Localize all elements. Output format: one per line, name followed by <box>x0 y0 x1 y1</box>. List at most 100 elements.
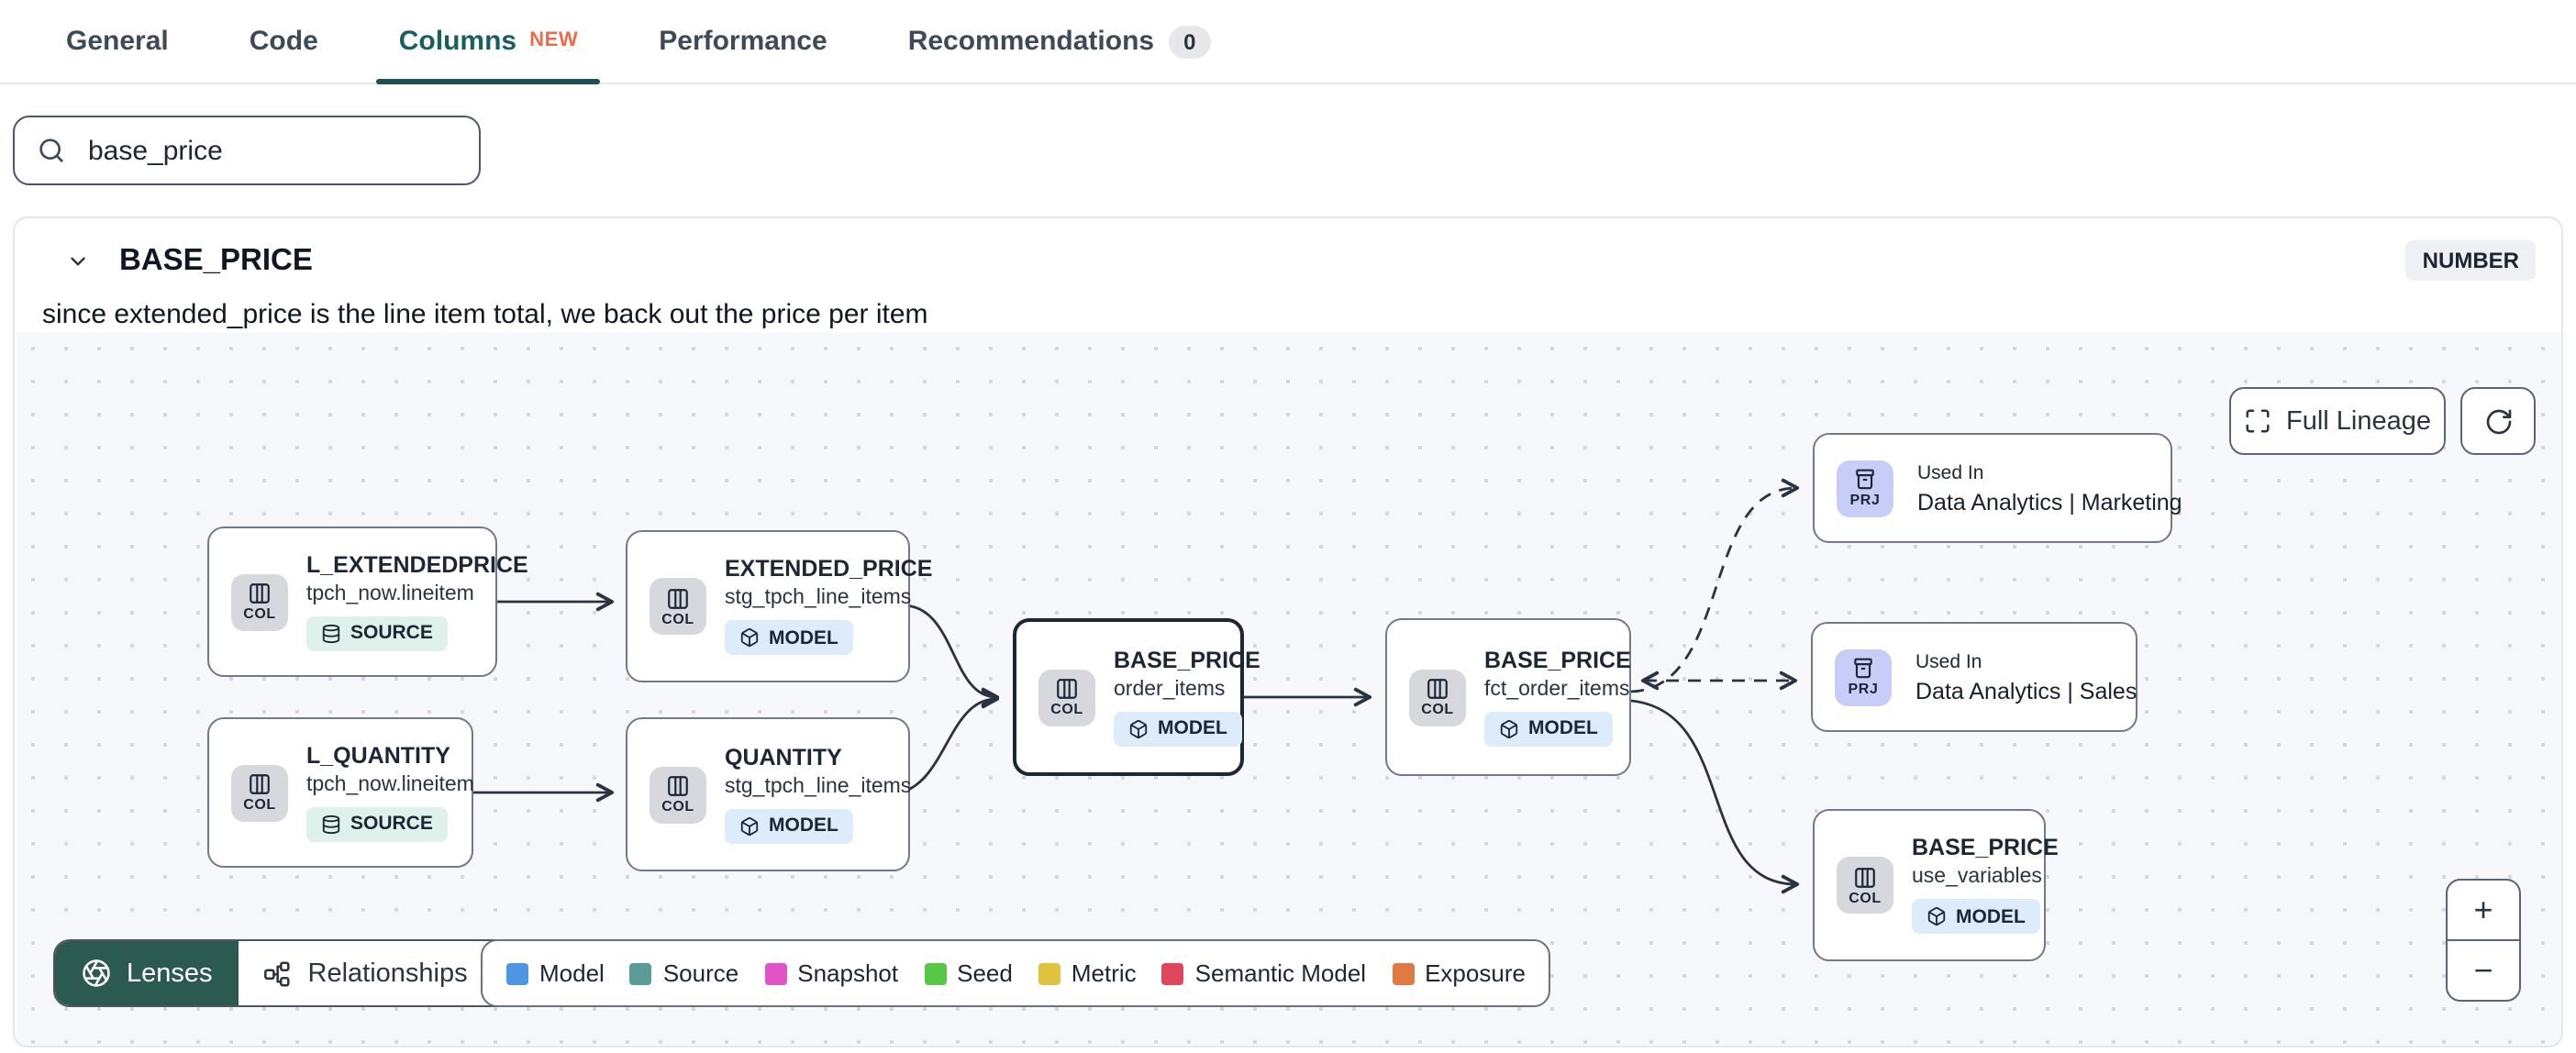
node-title: QUANTITY <box>725 744 842 770</box>
search-input[interactable] <box>84 133 457 168</box>
cube-icon <box>740 815 759 836</box>
zoom-in-button[interactable]: + <box>2473 891 2493 927</box>
legend-item-snapshot: Snapshot <box>764 959 898 987</box>
tile-label: PRJ <box>1849 492 1881 508</box>
table-columns-icon <box>250 774 270 794</box>
tile-label: COL <box>1421 701 1454 717</box>
tab-code[interactable]: Code <box>217 0 351 83</box>
table-columns-icon <box>668 588 688 608</box>
zoom-control: + − <box>2446 879 2521 1002</box>
column-panel: BASE_PRICE NUMBER since extended_price i… <box>13 216 2563 1047</box>
lineage-canvas[interactable]: COL L_EXTENDEDPRICE tpch_now.lineitem SO… <box>17 332 2561 1046</box>
badge-label: MODEL <box>769 626 838 648</box>
legend-item-source: Source <box>629 959 739 987</box>
tab-columns[interactable]: Columns NEW <box>366 0 612 84</box>
col-tile: COL <box>231 573 288 630</box>
tab-performance-label: Performance <box>659 26 827 57</box>
tab-general-label: General <box>66 26 169 57</box>
lineage-node-used-in-marketing[interactable]: PRJ Used In Data Analytics | Marketing <box>1813 433 2182 543</box>
lineage-node-quantity[interactable]: COL QUANTITY stg_tpch_line_items MODEL <box>626 717 911 871</box>
legend-label: Source <box>662 959 739 987</box>
aperture-icon <box>83 959 110 987</box>
prj-tile: PRJ <box>1837 460 1893 516</box>
table-columns-icon <box>668 776 688 796</box>
tile-label: COL <box>1050 701 1083 717</box>
network-icon <box>263 960 290 986</box>
tab-columns-label: Columns <box>398 26 517 57</box>
badge-label: MODEL <box>1158 717 1227 739</box>
node-title: BASE_PRICE <box>1912 835 2059 860</box>
column-panel-header: BASE_PRICE NUMBER <box>15 218 2561 281</box>
lineage-node-base-price-use-variables[interactable]: COL BASE_PRICE use_variables MODEL <box>1813 809 2059 961</box>
column-type-badge: NUMBER <box>2405 240 2536 281</box>
node-subtitle: order_items <box>1114 678 1226 700</box>
archive-icon <box>1856 469 1874 490</box>
lenses-button[interactable]: Lenses <box>55 941 239 1005</box>
cube-icon <box>1500 718 1518 738</box>
table-columns-icon <box>1057 679 1077 699</box>
lineage-node-used-in-sales[interactable]: PRJ Used In Data Analytics | Sales <box>1811 622 2137 732</box>
lineage-node-l-extendedprice[interactable]: COL L_EXTENDEDPRICE tpch_now.lineitem SO… <box>207 526 528 677</box>
database-icon <box>322 623 340 643</box>
tab-recommendations[interactable]: Recommendations 0 <box>875 0 1244 83</box>
node-subtitle: use_variables <box>1912 866 2042 888</box>
col-tile: COL <box>1837 857 1893 914</box>
badge-label: MODEL <box>769 815 838 837</box>
legend-swatch <box>506 962 528 984</box>
legend-item-semantic-model: Semantic Model <box>1161 959 1366 987</box>
model-badge: MODEL <box>725 808 853 843</box>
lineage-node-base-price-order-items[interactable]: COL BASE_PRICE order_items MODEL <box>1013 618 1260 776</box>
col-tile: COL <box>1038 669 1095 726</box>
cube-icon <box>740 627 759 648</box>
lineage-node-l-quantity[interactable]: COL L_QUANTITY tpch_now.lineitem SOURCE <box>207 717 474 868</box>
source-badge: SOURCE <box>306 615 448 650</box>
badge-label: MODEL <box>1956 905 2026 927</box>
column-search[interactable] <box>13 116 481 185</box>
refresh-button[interactable] <box>2460 387 2536 455</box>
prj-tile: PRJ <box>1835 648 1892 705</box>
tile-label: COL <box>661 798 694 815</box>
col-tile: COL <box>650 578 706 635</box>
legend-swatch <box>1161 962 1184 984</box>
table-columns-icon <box>1427 679 1448 699</box>
tab-performance[interactable]: Performance <box>626 0 860 83</box>
project-title: Data Analytics | Marketing <box>1917 489 2182 515</box>
model-badge: MODEL <box>1484 711 1613 746</box>
cube-icon <box>1927 906 1946 926</box>
cube-icon <box>1129 718 1148 738</box>
lineage-node-base-price-fct-order-items[interactable]: COL BASE_PRICE fct_order_items MODEL <box>1385 618 1631 776</box>
model-badge: MODEL <box>1912 899 2040 934</box>
node-title: L_EXTENDEDPRICE <box>306 551 528 577</box>
used-in-label: Used In <box>1917 461 1984 483</box>
full-lineage-label: Full Lineage <box>2286 406 2431 436</box>
relationships-label: Relationships <box>307 959 468 988</box>
legend-item-exposure: Exposure <box>1392 959 1526 987</box>
zoom-out-button[interactable]: − <box>2448 939 2519 1000</box>
search-icon <box>39 139 63 162</box>
database-icon <box>322 814 340 834</box>
tab-general[interactable]: General <box>33 0 202 83</box>
node-subtitle: fct_order_items <box>1484 678 1630 700</box>
node-subtitle: tpch_now.lineitem <box>306 582 474 604</box>
col-tile: COL <box>650 766 706 823</box>
tile-label: COL <box>243 796 276 813</box>
tile-label: PRJ <box>1848 681 1879 697</box>
badge-label: MODEL <box>1528 717 1598 739</box>
legend-swatch <box>764 962 787 984</box>
legend-label: Exposure <box>1425 959 1526 987</box>
node-title: BASE_PRICE <box>1484 647 1631 672</box>
legend-swatch <box>1392 962 1415 984</box>
refresh-icon <box>2485 408 2511 434</box>
tile-label: COL <box>1849 889 1882 905</box>
lineage-node-extended-price[interactable]: COL EXTENDED_PRICE stg_tpch_line_items M… <box>626 530 933 682</box>
full-lineage-button[interactable]: Full Lineage <box>2229 387 2446 455</box>
legend-label: Model <box>539 959 605 987</box>
node-title: EXTENDED_PRICE <box>725 556 933 582</box>
tab-recommendations-label: Recommendations <box>907 26 1155 57</box>
chevron-down-icon[interactable] <box>66 249 90 272</box>
tile-label: COL <box>661 610 694 626</box>
table-columns-icon <box>250 583 270 604</box>
col-tile: COL <box>1409 669 1466 726</box>
source-badge: SOURCE <box>306 806 448 841</box>
